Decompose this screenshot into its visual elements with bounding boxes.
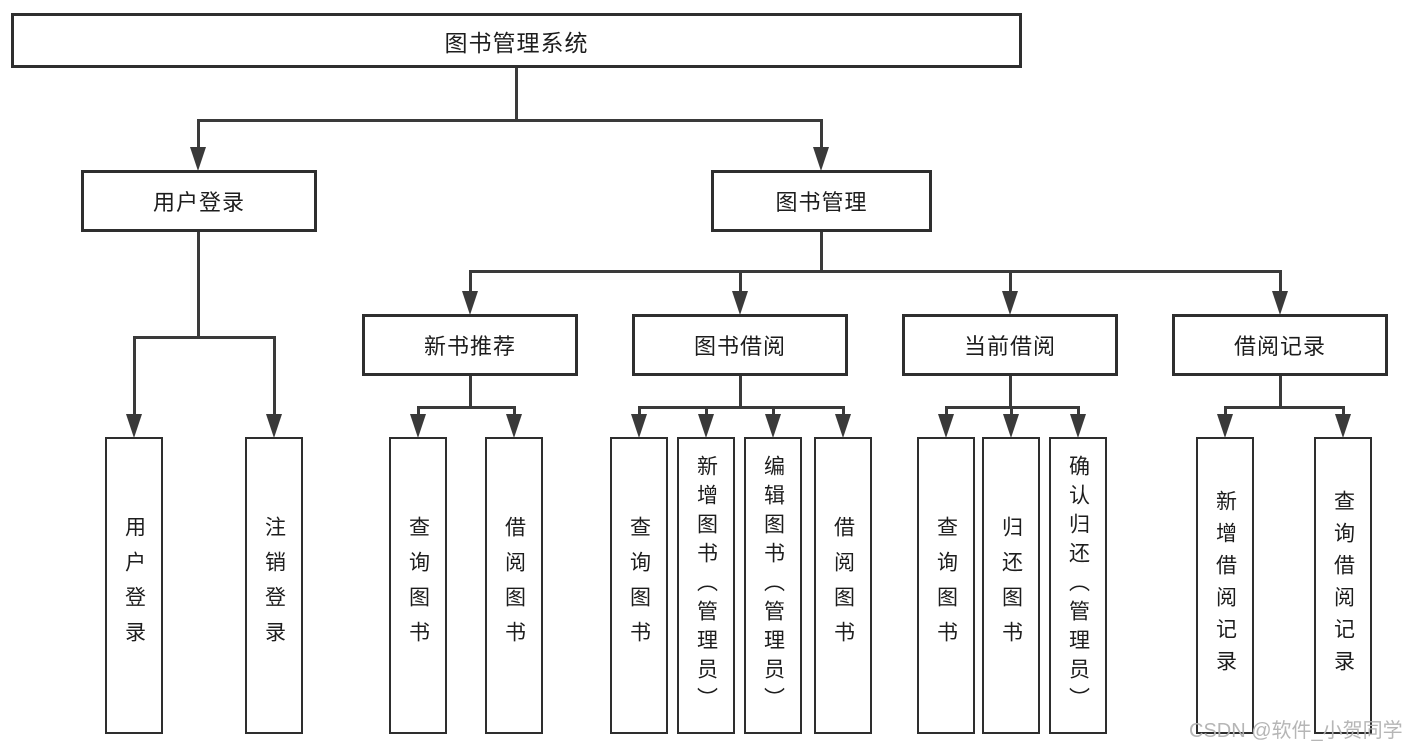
arrow-down-icon [462, 291, 478, 315]
connector-line [1342, 406, 1345, 416]
node-book-borrowing: 图书借阅 [632, 314, 848, 376]
leaf-query-books-recommend: 查询图书 [389, 437, 447, 734]
connector-line [1009, 270, 1012, 292]
arrow-down-icon [1217, 414, 1233, 438]
arrow-down-icon [126, 414, 142, 438]
connector-line [820, 232, 823, 272]
arrow-down-icon [190, 147, 206, 171]
node-book-borrowing-label: 图书借阅 [693, 334, 786, 359]
arrow-down-icon [1070, 414, 1086, 438]
node-user-login-label: 用户登录 [152, 190, 245, 215]
node-user-login: 用户登录 [81, 170, 317, 232]
node-new-book-recommend: 新书推荐 [362, 314, 578, 376]
leaf-query-books-current: 查询图书 [917, 437, 975, 734]
connector-line [1009, 376, 1012, 408]
leaf-user-login: 用户登录 [105, 437, 163, 734]
leaf-confirm-return-admin: 确认归还（管理员） [1049, 437, 1107, 734]
leaf-query-borrow-record: 查询借阅记录 [1314, 437, 1372, 734]
arrow-down-icon [813, 147, 829, 171]
node-root-label: 图书管理系统 [444, 29, 589, 56]
watermark: CSDN @软件_小贺同学 [1189, 720, 1403, 742]
node-borrowing-records-label: 借阅记录 [1233, 334, 1326, 359]
arrow-down-icon [1002, 291, 1018, 315]
leaf-add-borrow-record: 新增借阅记录 [1196, 437, 1254, 734]
connector-line [1010, 406, 1013, 416]
leaf-borrow-books-recommend-label: 借阅图书 [502, 515, 526, 656]
leaf-query-books-borrowing-label: 查询图书 [627, 515, 651, 656]
connector-line [739, 270, 742, 292]
connector-line [945, 406, 948, 416]
node-current-borrowing: 当前借阅 [902, 314, 1118, 376]
connector-line [638, 406, 641, 416]
leaf-logout-label: 注销登录 [262, 515, 286, 656]
leaf-edit-books-admin-label: 编辑图书（管理员） [761, 455, 785, 716]
connector-line [197, 119, 823, 122]
connector-line [1279, 270, 1282, 292]
leaf-confirm-return-admin-label: 确认归还（管理员） [1066, 455, 1090, 716]
connector-line [417, 406, 516, 409]
arrow-down-icon [732, 291, 748, 315]
leaf-borrow-books-borrowing: 借阅图书 [814, 437, 872, 734]
connector-line [469, 270, 1282, 273]
leaf-query-books-current-label: 查询图书 [934, 515, 958, 656]
node-new-book-recommend-label: 新书推荐 [423, 334, 516, 359]
connector-line [197, 232, 200, 338]
leaf-return-books: 归还图书 [982, 437, 1040, 734]
connector-line [133, 336, 136, 415]
arrow-down-icon [506, 414, 522, 438]
connector-line [197, 119, 200, 150]
arrow-down-icon [266, 414, 282, 438]
connector-line [705, 406, 708, 416]
arrow-down-icon [698, 414, 714, 438]
connector-line [469, 270, 472, 292]
connector-line [515, 67, 518, 121]
node-root: 图书管理系统 [11, 13, 1022, 68]
leaf-return-books-label: 归还图书 [999, 515, 1023, 656]
connector-line [1224, 406, 1227, 416]
leaf-borrow-books-recommend: 借阅图书 [485, 437, 543, 734]
leaf-edit-books-admin: 编辑图书（管理员） [744, 437, 802, 734]
node-current-borrowing-label: 当前借阅 [963, 334, 1056, 359]
leaf-logout: 注销登录 [245, 437, 303, 734]
connector-line [842, 406, 845, 416]
connector-line [273, 336, 276, 415]
connector-line [469, 376, 472, 408]
connector-line [513, 406, 516, 416]
connector-line [820, 119, 823, 150]
connector-line [133, 336, 276, 339]
connector-line [417, 406, 420, 416]
connector-line [638, 406, 845, 409]
node-book-management-label: 图书管理 [775, 190, 868, 215]
leaf-borrow-books-borrowing-label: 借阅图书 [831, 515, 855, 656]
arrow-down-icon [1003, 414, 1019, 438]
leaf-user-login-label: 用户登录 [122, 515, 146, 656]
arrow-down-icon [835, 414, 851, 438]
leaf-query-books-recommend-label: 查询图书 [406, 515, 430, 656]
arrow-down-icon [765, 414, 781, 438]
connector-line [1224, 406, 1345, 409]
node-book-management: 图书管理 [711, 170, 932, 232]
arrow-down-icon [410, 414, 426, 438]
arrow-down-icon [1272, 291, 1288, 315]
connector-line [1279, 376, 1282, 408]
connector-line [739, 376, 742, 408]
connector-line [1077, 406, 1080, 416]
leaf-add-books-admin: 新增图书（管理员） [677, 437, 735, 734]
arrow-down-icon [631, 414, 647, 438]
arrow-down-icon [938, 414, 954, 438]
leaf-query-borrow-record-label: 查询借阅记录 [1331, 489, 1355, 682]
connector-line [772, 406, 775, 416]
node-borrowing-records: 借阅记录 [1172, 314, 1388, 376]
leaf-add-books-admin-label: 新增图书（管理员） [694, 455, 718, 716]
leaf-query-books-borrowing: 查询图书 [610, 437, 668, 734]
arrow-down-icon [1335, 414, 1351, 438]
leaf-add-borrow-record-label: 新增借阅记录 [1213, 489, 1237, 682]
